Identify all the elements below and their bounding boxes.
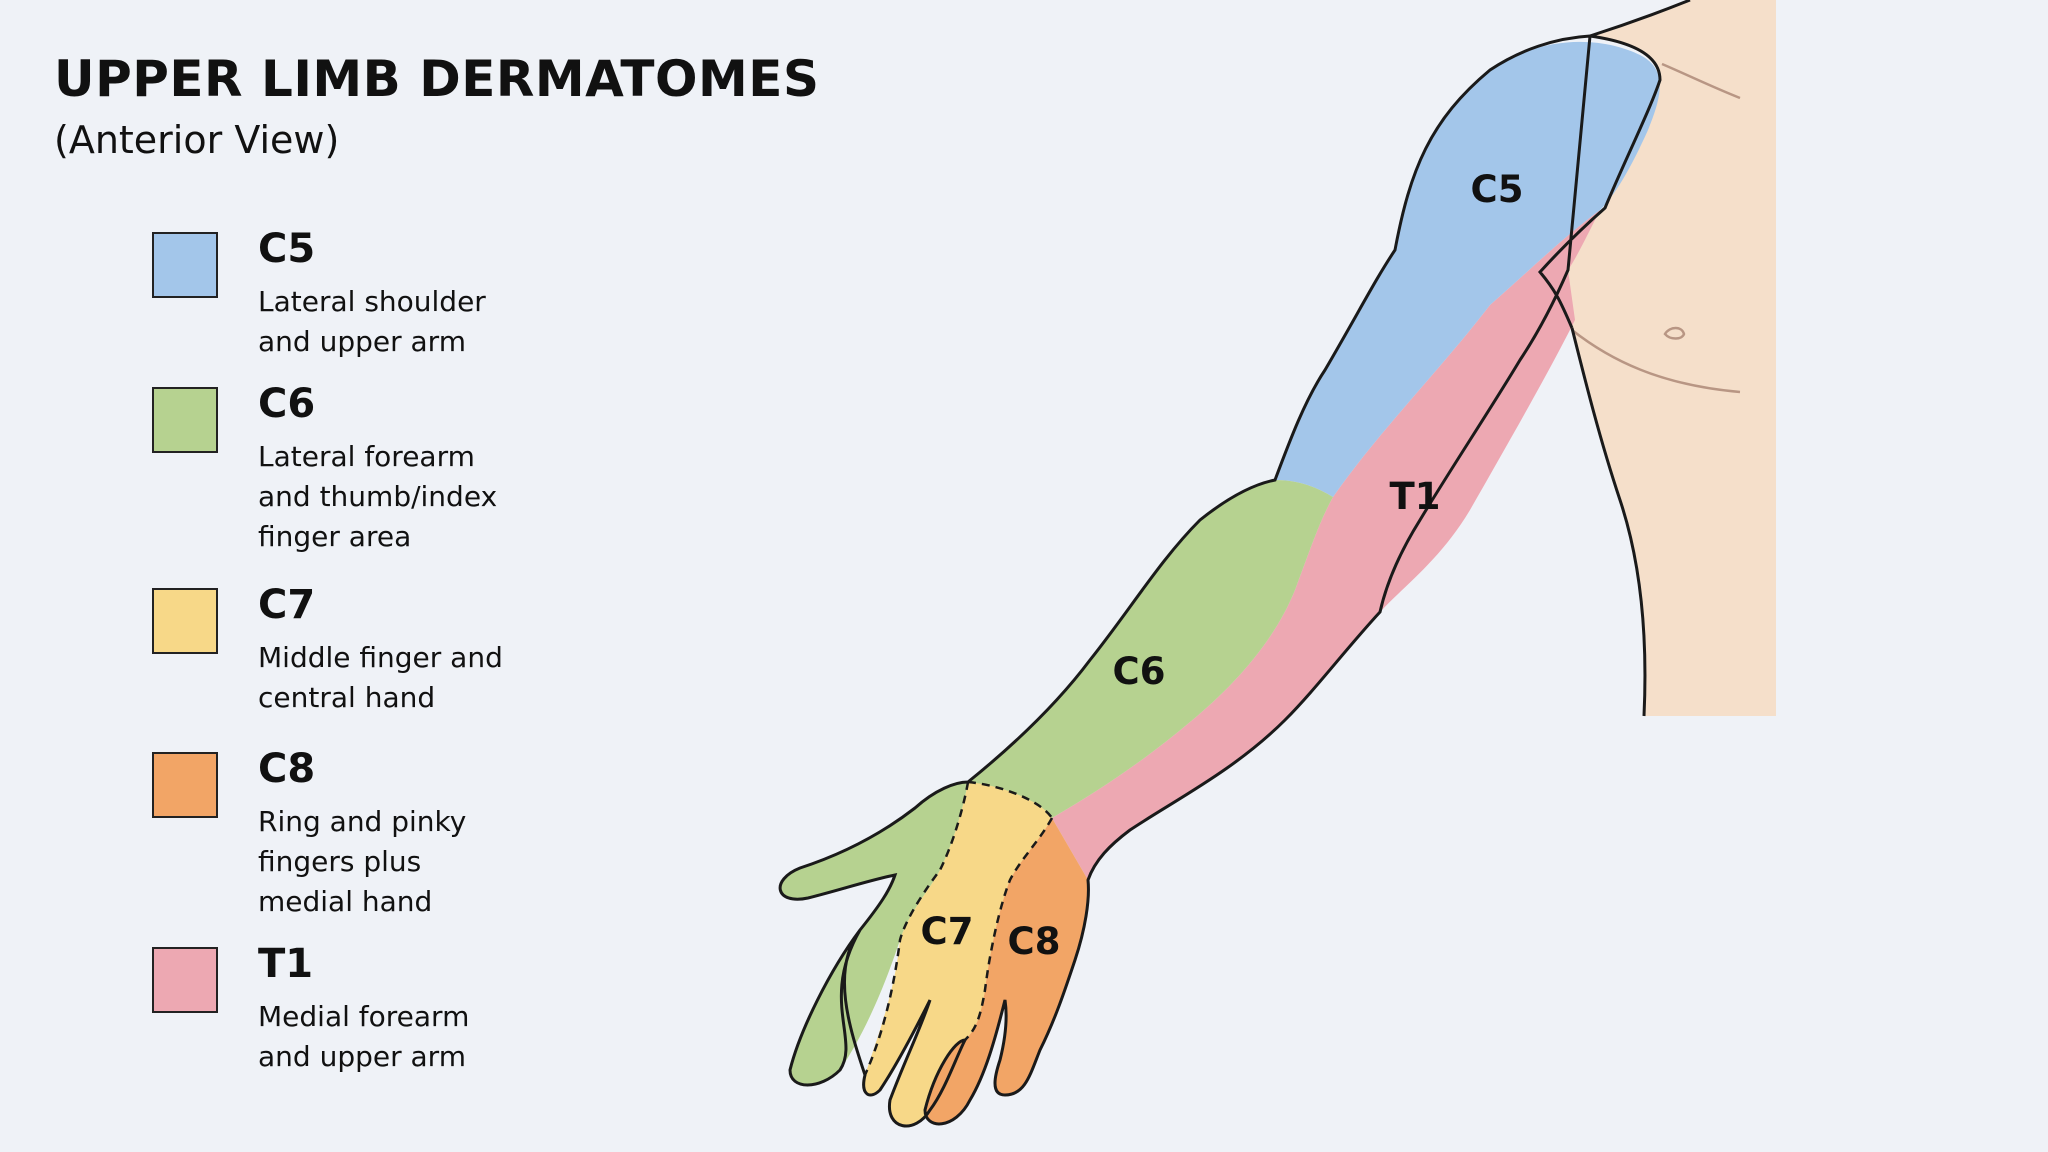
legend-code-t1: T1	[258, 941, 314, 987]
legend-swatch-c7	[152, 588, 218, 654]
legend-code-c7: C7	[258, 582, 316, 628]
legend-desc-t1: Medial forearm and upper arm	[258, 1000, 470, 1073]
label-t1: T1	[1390, 475, 1441, 518]
boundary-wrist	[967, 780, 1054, 819]
legend-swatch-c8	[152, 752, 218, 818]
clavicle-line	[1661, 62, 1741, 100]
legend-swatch-c5	[152, 232, 218, 298]
page-subtitle: (Anterior View)	[54, 118, 340, 162]
legend-swatch-t1	[152, 947, 218, 1013]
label-c8: C8	[1008, 920, 1061, 963]
region-c6	[780, 480, 1333, 1085]
label-c7: C7	[921, 910, 974, 953]
boundary-c6-c7	[863, 781, 970, 1076]
legend: C5 Lateral shoulder and upper arm C6 Lat…	[150, 0, 750, 1152]
legend-desc-c5: Lateral shoulder and upper arm	[258, 285, 486, 358]
legend-desc-c8: Ring and pinky fingers plus medial hand	[258, 805, 467, 918]
legend-code-c6: C6	[258, 381, 316, 427]
legend-desc-c6: Lateral forearm and thumb/index finger a…	[258, 440, 498, 553]
legend-swatch-c6	[152, 387, 218, 453]
region-c7	[863, 782, 1052, 1127]
torso-outline	[1570, 0, 1691, 717]
region-t1	[1052, 210, 1600, 880]
legend-code-c8: C8	[258, 746, 316, 792]
nipple	[1663, 326, 1686, 340]
boundary-c7-c8	[964, 817, 1054, 1041]
arm-outline	[778, 34, 1662, 1128]
legend-code-c5: C5	[258, 226, 316, 272]
label-c5: C5	[1471, 168, 1524, 211]
label-c6: C6	[1113, 650, 1166, 693]
page-title: UPPER LIMB DERMATOMES	[54, 50, 820, 108]
region-c5	[1275, 41, 1660, 497]
legend-desc-c7: Middle finger and central hand	[258, 641, 503, 714]
torso-skin	[1540, 0, 1776, 716]
region-c8	[925, 818, 1089, 1124]
pectoral-line	[1571, 329, 1741, 394]
